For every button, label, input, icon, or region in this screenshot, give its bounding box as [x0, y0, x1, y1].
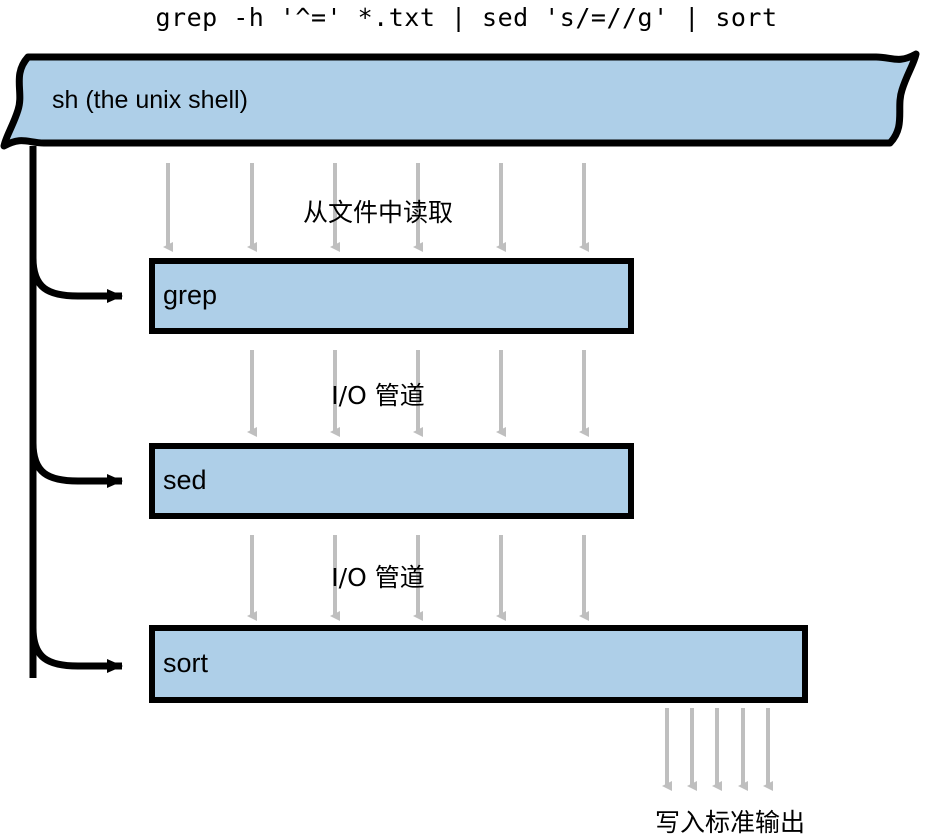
shell-label: sh (the unix shell)	[52, 86, 248, 114]
control-branch-grep	[29, 257, 123, 303]
data-arrows-io-pipe-grep-sed	[247, 350, 589, 437]
shell-banner-shape	[0, 50, 920, 150]
flow-label-io-pipe-sed-sort: I/O 管道	[331, 563, 425, 592]
data-arrows-io-pipe-sed-sort	[247, 535, 589, 621]
process-box-sort[interactable]	[149, 625, 808, 703]
control-branch-sed	[29, 442, 123, 488]
flow-label-write-to-stdout: 写入标准输出	[654, 808, 805, 837]
process-label-grep: grep	[163, 280, 218, 310]
process-label-sed: sed	[163, 465, 207, 495]
process-box-sed[interactable]	[149, 443, 634, 519]
process-label-sort: sort	[163, 648, 209, 678]
data-arrows-write-to-stdout	[662, 708, 773, 791]
page-title: grep -h '^=' *.txt | sed 's/=//g' | sort	[155, 3, 778, 32]
flow-label-io-pipe-grep-sed: I/O 管道	[331, 381, 425, 410]
control-branch-sort	[29, 627, 123, 673]
process-box-grep[interactable]	[149, 258, 634, 334]
data-arrows-read-from-file	[163, 163, 589, 252]
flow-label-read-from-file: 从文件中读取	[302, 198, 453, 227]
